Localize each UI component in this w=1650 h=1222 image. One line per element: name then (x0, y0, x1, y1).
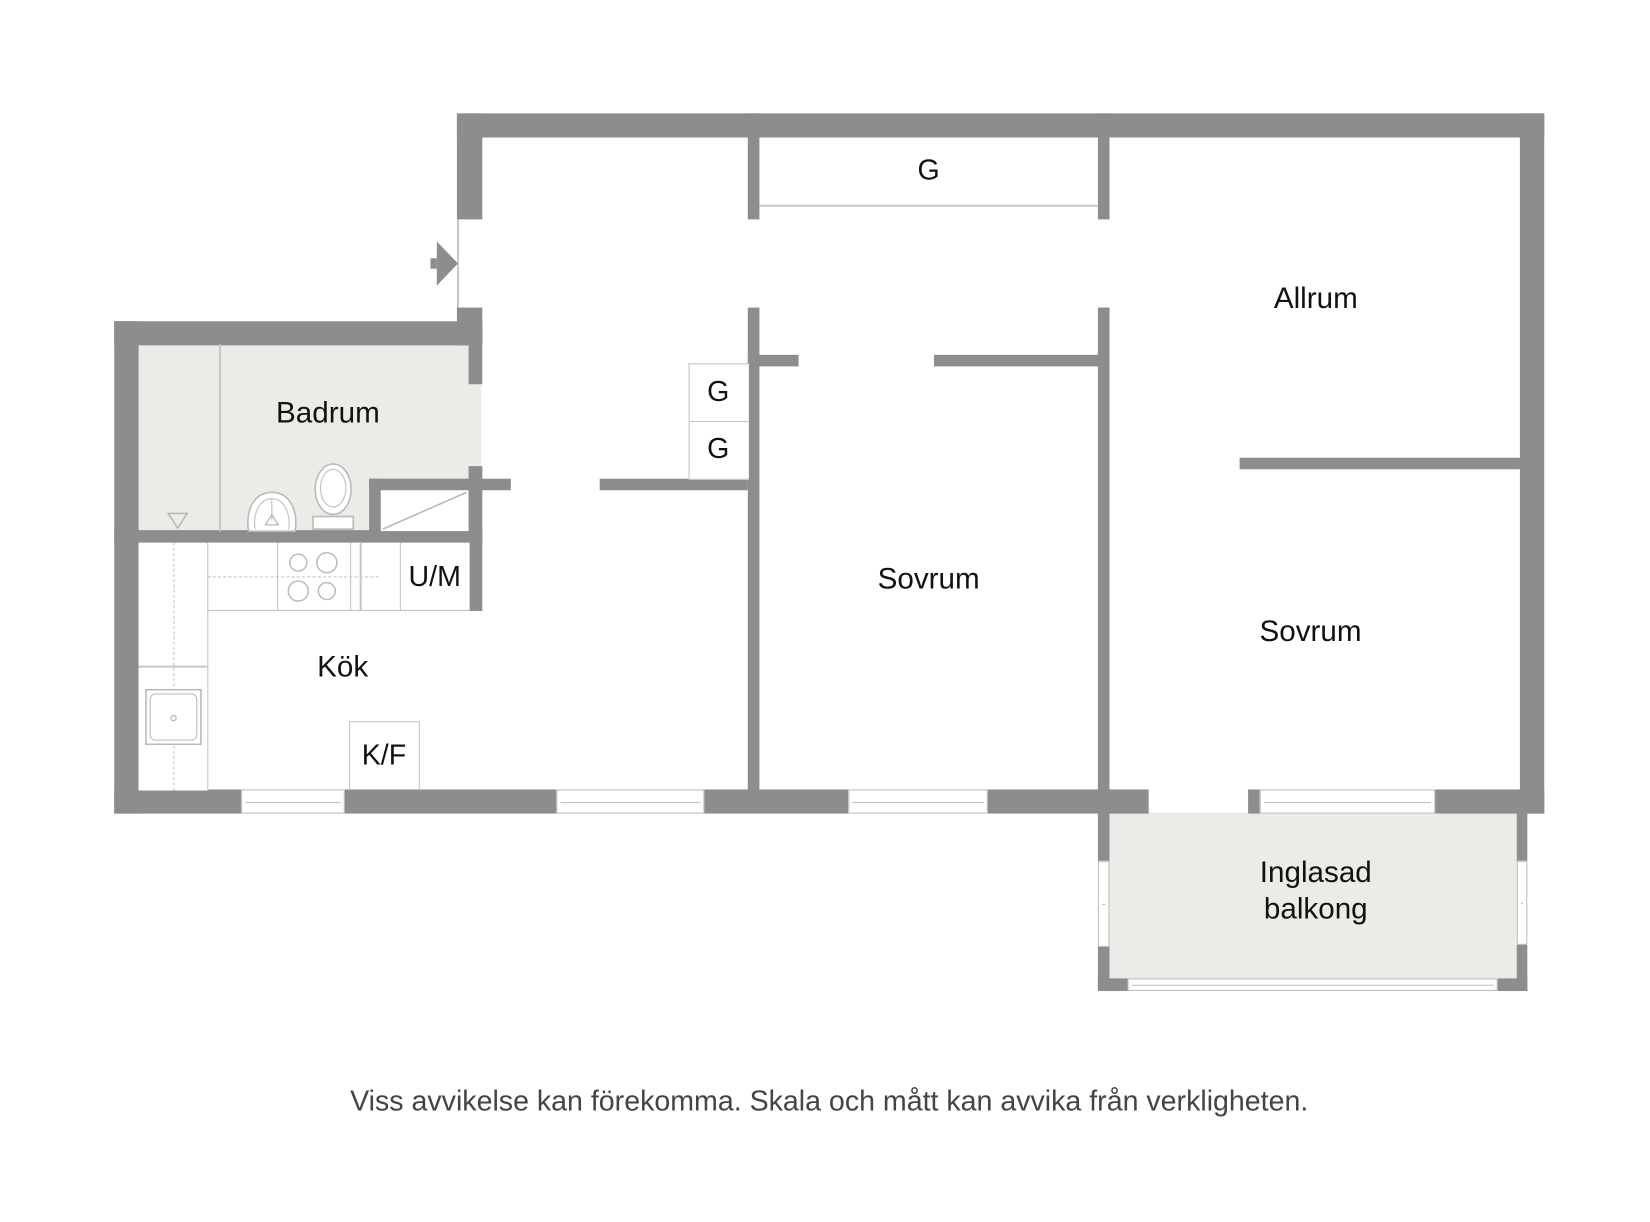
window-balkong-bottom (1127, 978, 1498, 992)
washbasin-icon (247, 491, 297, 532)
um-label: U/M (408, 560, 461, 593)
window-balkong-left (1097, 860, 1110, 947)
wall-balkong-left-lower (1097, 946, 1110, 992)
window-balkong-right (1516, 860, 1528, 945)
room-label-allrum: Allrum (1273, 281, 1358, 315)
stove-side-line (359, 542, 362, 611)
badrum-partition-line (218, 344, 221, 532)
wall-balkong-bottom-right (1497, 978, 1528, 992)
wall-sovrum1-top-right (933, 354, 1104, 367)
wall-badrum-top (114, 321, 483, 346)
wall-allrum-sovrum2 (1239, 457, 1521, 470)
wall-hall-right-upper (747, 113, 760, 220)
wall-hall-kok-left (468, 478, 511, 491)
sink-icon (145, 688, 202, 746)
wall-bottom-2 (344, 789, 557, 814)
um-cabinet (399, 542, 470, 611)
wall-right (1519, 113, 1545, 814)
balkong-label-line2: balkong (1263, 892, 1368, 925)
window-sovrum-1 (848, 789, 988, 814)
balkong-floor (1106, 812, 1521, 987)
wall-allrum-left-upper (1097, 113, 1110, 220)
balkong-label-line1: Inglasad (1259, 855, 1372, 889)
wall-top (456, 113, 1545, 138)
wall-bottom-4 (987, 789, 1149, 814)
top-wardrobe-label: G (917, 154, 940, 186)
wall-shower-left (369, 478, 381, 534)
wall-shower-top (369, 478, 475, 491)
wall-sovrum1-top-left (747, 354, 799, 367)
window-sovrum-2 (1259, 789, 1436, 814)
floor-drain-icon (167, 512, 189, 530)
wall-left (114, 321, 139, 814)
stove-burners-icon (287, 551, 338, 602)
room-label-sovrum-2: Sovrum (1259, 614, 1362, 648)
wall-hall-right-lower (747, 307, 760, 791)
wall-bottom-1 (114, 789, 242, 814)
wall-badrum-kok (114, 530, 483, 543)
wall-badrum-right-upper (468, 321, 483, 385)
toilet-icon (312, 463, 355, 530)
wall-balkong-right-lower (1516, 944, 1528, 992)
room-label-sovrum-1: Sovrum (877, 562, 980, 595)
room-label-badrum: Badrum (276, 396, 380, 429)
room-label-kok: Kök (317, 650, 369, 683)
hall-wardrobe-1-label: G (707, 375, 730, 408)
kf-fridge-freezer (349, 721, 420, 791)
room-label-balkong: Inglasad balkong (1260, 853, 1372, 926)
wall-hall-left-upper (456, 113, 483, 220)
wall-bottom-6 (1435, 789, 1545, 814)
kok-counter-left-dash (173, 542, 175, 791)
wall-balkong-right-upper (1516, 812, 1528, 861)
hall-wardrobe-1 (688, 363, 749, 423)
kok-counter-top-dash (207, 576, 379, 578)
kf-label: K/F (361, 739, 407, 771)
wall-balkong-bottom-left (1097, 978, 1128, 992)
disclaimer-caption: Viss avvikelse kan förekomma. Skala och … (350, 1085, 1309, 1117)
wall-hall-kok-right (599, 478, 748, 491)
window-kok-1 (241, 789, 345, 814)
wall-bottom-3 (704, 789, 849, 814)
wall-allrum-left-lower (1097, 307, 1110, 791)
hall-wardrobe-2-label: G (707, 432, 730, 465)
window-kok-2 (556, 789, 705, 814)
wall-balkong-left-upper (1097, 789, 1110, 861)
shower-icon (380, 490, 469, 532)
entrance-arrow-icon (430, 241, 458, 286)
top-wardrobe-front (759, 204, 1098, 207)
wall-bottom-5 (1248, 789, 1260, 814)
stove (277, 542, 352, 611)
hall-wardrobe-2 (688, 420, 749, 480)
